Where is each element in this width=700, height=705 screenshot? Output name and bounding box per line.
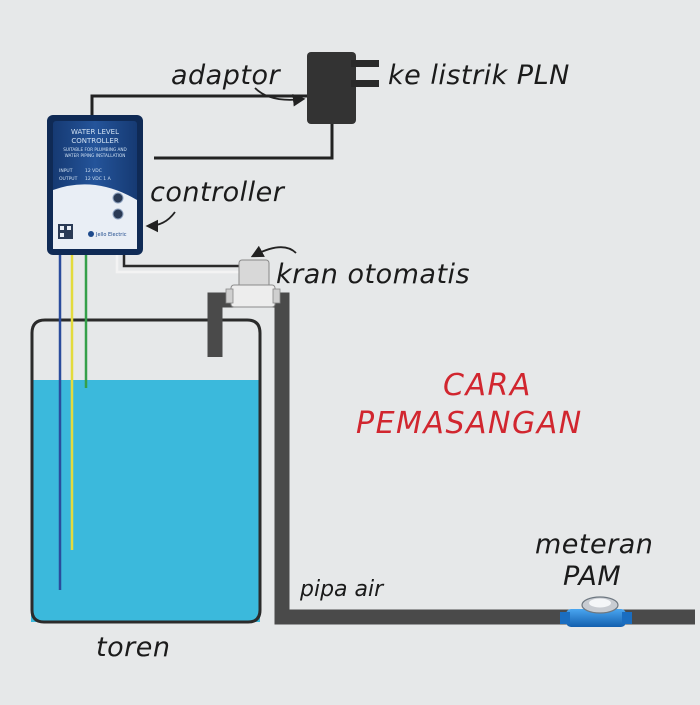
controller-white-panel <box>53 184 137 249</box>
device-brand: Jello Electric <box>95 232 127 238</box>
water-level-controller-icon: WATER LEVEL CONTROLLER SUITABLE FOR PLUM… <box>47 115 143 255</box>
wire-adaptor-return <box>154 120 334 160</box>
water-pipe <box>207 292 695 625</box>
water-tank-icon <box>30 318 262 624</box>
title-line2: PEMASANGAN <box>356 406 583 441</box>
title-line1: CARA <box>443 368 532 403</box>
device-line1: WATER LEVEL <box>71 128 119 136</box>
label-power-source: ke listrik PLN <box>388 60 570 91</box>
device-input-value: 12 VDC <box>85 168 102 174</box>
label-pipe: pipa air <box>299 577 385 602</box>
device-line3: SUITABLE FOR PLUMBING AND <box>63 147 127 152</box>
brand-logo-icon <box>88 231 94 237</box>
valve-body <box>230 284 276 308</box>
power-adaptor-icon <box>307 52 379 124</box>
arrow-adaptor <box>254 87 306 107</box>
device-line2: CONTROLLER <box>71 137 119 145</box>
status-led-1 <box>112 192 124 204</box>
wire-controller-to-adaptor <box>90 94 332 117</box>
wire-valve-black <box>122 251 246 268</box>
device-line4: WATER PIPING INSTALLATION <box>65 153 126 158</box>
tank-water <box>31 380 260 622</box>
label-valve: kran otomatis <box>276 259 470 290</box>
arrow-controller <box>145 211 176 233</box>
label-meter-line1: meteran <box>535 529 653 560</box>
meter-body <box>566 609 626 627</box>
device-output-value: 12 VDC 1 A <box>85 176 112 182</box>
adaptor-body <box>307 52 356 124</box>
arrow-valve <box>250 245 297 258</box>
status-led-2 <box>112 208 124 220</box>
adaptor-prong-bottom <box>351 80 379 87</box>
label-meter-line2: PAM <box>563 561 621 592</box>
device-output-label: OUTPUT <box>59 176 78 182</box>
label-tank: toren <box>96 632 170 663</box>
wire-valve-white <box>115 251 244 274</box>
device-input-label: INPUT <box>59 168 73 174</box>
water-meter-icon <box>560 596 632 627</box>
solenoid-valve-icon <box>225 259 281 308</box>
valve-coil <box>238 259 270 289</box>
tank-outline <box>30 318 262 624</box>
label-adaptor: adaptor <box>171 60 281 91</box>
label-controller: controller <box>150 177 286 208</box>
adaptor-prong-top <box>351 60 379 67</box>
